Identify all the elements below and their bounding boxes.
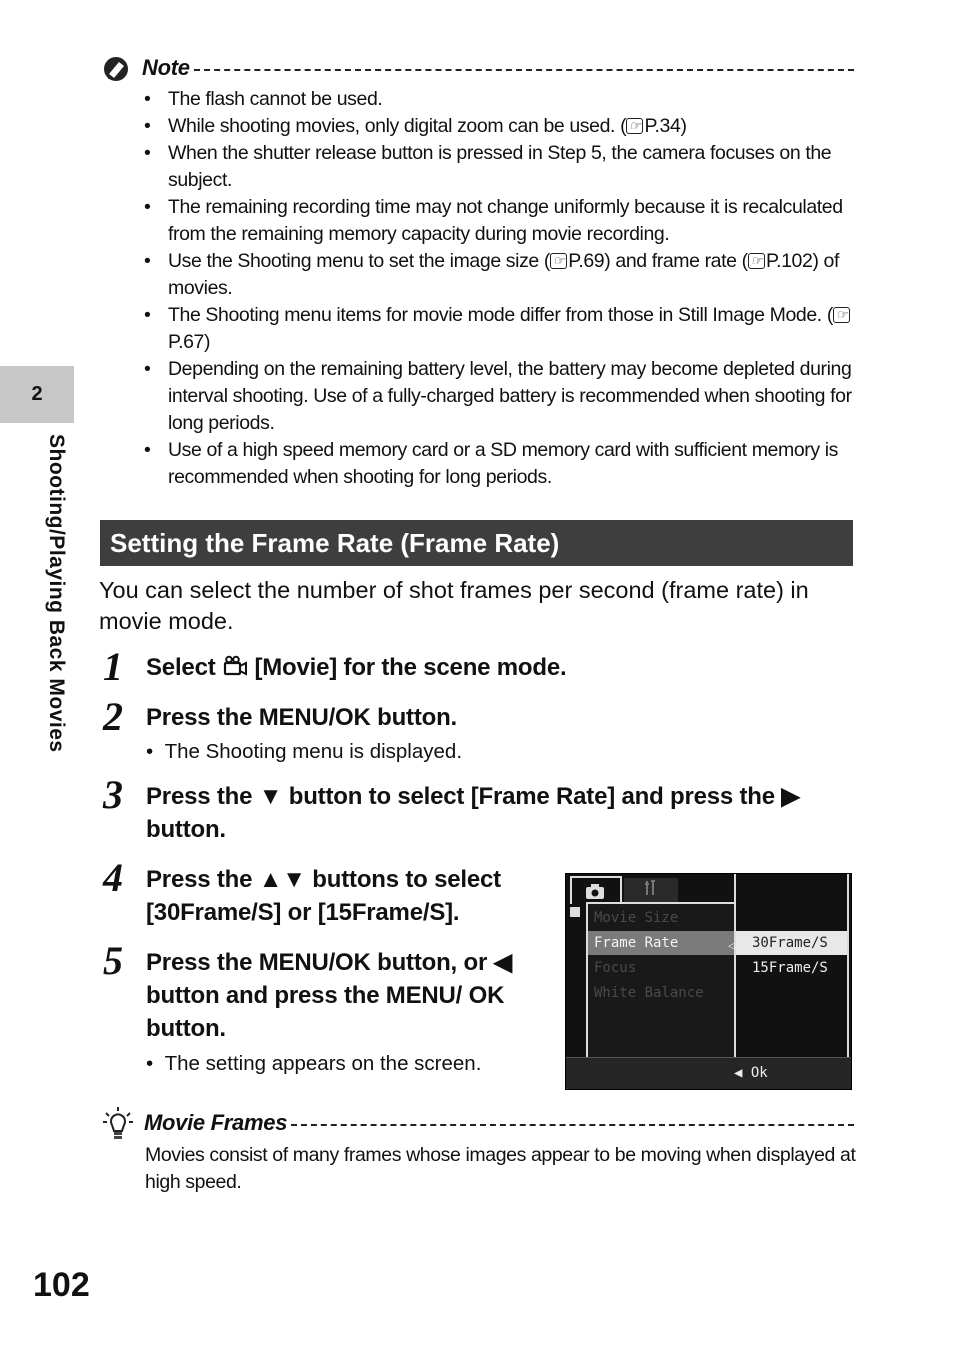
lightbulb-icon xyxy=(103,1107,133,1139)
note-divider xyxy=(193,69,854,71)
note-item: The Shooting menu items for movie mode d… xyxy=(144,302,856,356)
tip-title: Movie Frames xyxy=(144,1110,288,1135)
step-4-text: Press the ▲▼ buttons to select [30Frame/… xyxy=(146,866,501,926)
note-item: Use of a high speed memory card or a SD … xyxy=(144,437,856,491)
note-list: The flash cannot be used. While shooting… xyxy=(144,86,856,491)
chapter-number: 2 xyxy=(31,383,43,405)
step-number: 4 xyxy=(103,855,123,900)
setup-tab xyxy=(624,878,678,902)
section-header: Setting the Frame Rate (Frame Rate) xyxy=(100,520,853,566)
menu-item-movie-size[interactable]: Movie Size xyxy=(594,910,679,926)
reference-icon: ☞ xyxy=(549,253,568,269)
step-5-text: Press the MENU/OK button, or ◀ button an… xyxy=(146,949,512,1042)
note-item: When the shutter release button is press… xyxy=(144,140,856,194)
menu-item-frame-rate[interactable]: Frame Rate xyxy=(588,931,734,955)
camera-menu-screenshot: Movie Size Frame Rate Focus White Balanc… xyxy=(565,873,852,1090)
reference-icon: ☞ xyxy=(747,253,765,269)
note-item: Depending on the remaining battery level… xyxy=(144,356,856,437)
section-title: Setting the Frame Rate (Frame Rate) xyxy=(110,528,560,558)
wrench-icon xyxy=(645,880,655,895)
tip-text: Movies consist of many frames whose imag… xyxy=(145,1144,856,1193)
note-pencil-icon xyxy=(104,57,128,81)
submenu-arrow-icon: ◁ xyxy=(728,939,735,952)
note-header: Note xyxy=(102,53,854,83)
menu-divider xyxy=(734,874,736,1057)
camera-icon xyxy=(586,884,604,899)
step-3-text: Press the ▼ button to select [Frame Rate… xyxy=(146,783,800,843)
screen-footer: ◀ Ok xyxy=(566,1057,851,1089)
step-2-text: Press the MENU/OK button. xyxy=(146,704,458,731)
step-1-text: Select [Movie] for the scene mode. xyxy=(146,654,567,681)
chapter-tab xyxy=(0,366,74,423)
page-reference[interactable]: P.67 xyxy=(168,331,205,353)
chapter-title: Shooting/Playing Back Movies xyxy=(45,434,68,753)
left-arrow-icon: ◀ xyxy=(734,1065,751,1081)
note-title: Note xyxy=(142,55,190,80)
step-number: 5 xyxy=(103,938,123,983)
up-down-arrows-icon: ▲▼ xyxy=(258,866,306,893)
movie-camera-icon xyxy=(223,655,247,676)
step-number: 1 xyxy=(103,644,123,689)
screen-edge xyxy=(847,874,849,1057)
note-item: While shooting movies, only digital zoom… xyxy=(144,113,856,140)
camera-tab xyxy=(570,876,622,904)
step-number: 2 xyxy=(103,694,123,739)
right-arrow-icon: ▶ xyxy=(781,783,800,810)
menu-item-focus[interactable]: Focus xyxy=(594,960,637,976)
page-reference[interactable]: P.102 xyxy=(765,250,813,272)
page-reference[interactable]: P.34 xyxy=(644,115,681,137)
page-number: 102 xyxy=(33,1266,90,1304)
note-item: The remaining recording time may not cha… xyxy=(144,194,856,248)
note-item: Use the Shooting menu to set the image s… xyxy=(144,248,856,302)
step-number: 3 xyxy=(103,772,123,817)
tip-header: Movie Frames xyxy=(102,1105,854,1141)
step-2-note: • The Shooting menu is displayed. xyxy=(146,740,463,763)
option-30fps[interactable]: 30Frame/S xyxy=(736,931,848,955)
step-5-note: • The setting appears on the screen. xyxy=(146,1052,482,1075)
note-item: The flash cannot be used. xyxy=(144,86,856,113)
page-reference[interactable]: P.69 xyxy=(568,250,605,272)
tip-divider xyxy=(291,1124,854,1126)
ok-hint: ◀ Ok xyxy=(734,1065,768,1081)
menu-panel xyxy=(586,902,736,1059)
option-15fps[interactable]: 15Frame/S xyxy=(752,960,828,976)
reference-icon: ☞ xyxy=(832,307,851,323)
page-marker xyxy=(570,907,580,917)
down-arrow-icon: ▼ xyxy=(258,783,283,810)
menu-item-white-balance[interactable]: White Balance xyxy=(594,985,704,1001)
reference-icon: ☞ xyxy=(626,118,644,134)
left-arrow-icon: ◀ xyxy=(493,949,512,976)
section-intro: You can select the number of shot frames… xyxy=(99,577,809,634)
